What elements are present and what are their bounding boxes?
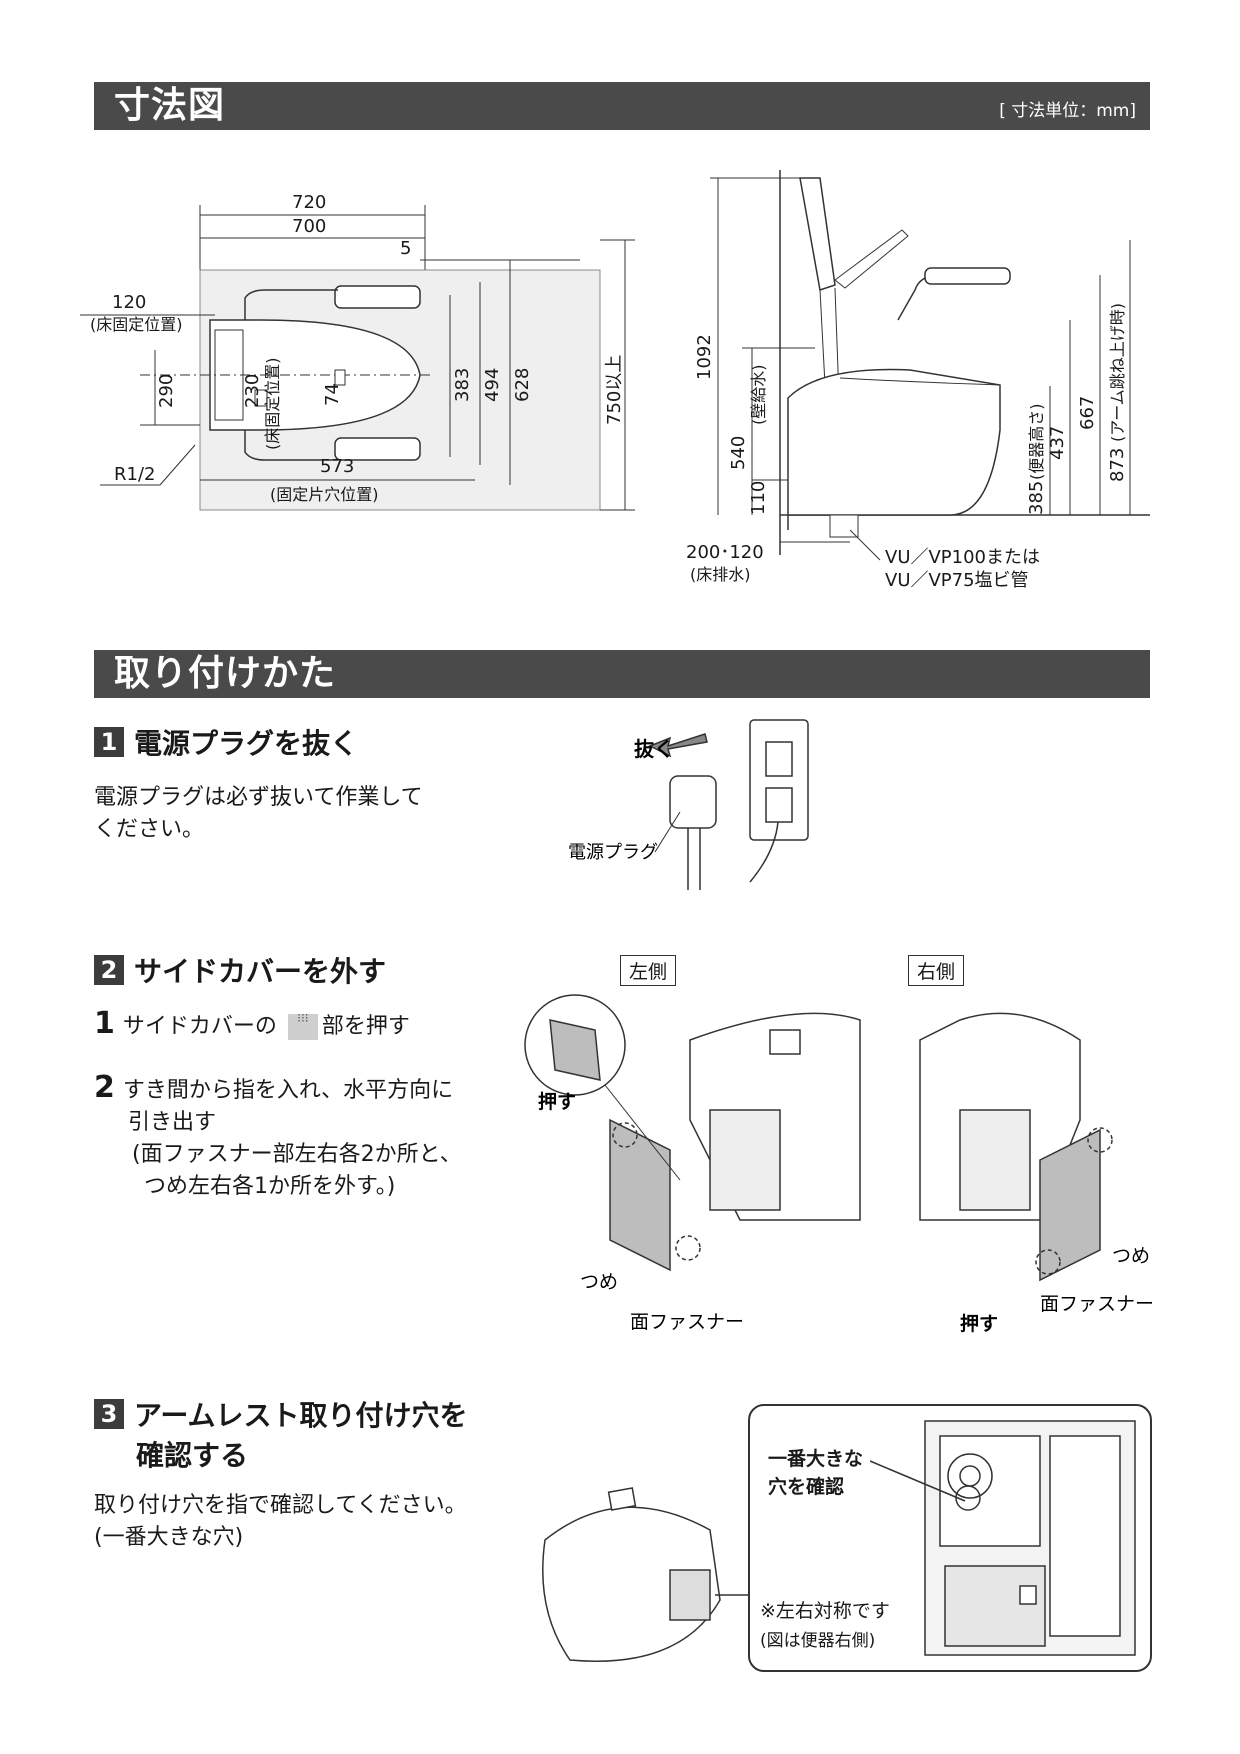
sub-text: (面ファスナー部左右各2か所と、	[132, 1142, 462, 1167]
dim-110: 110	[748, 481, 769, 515]
section-header-dimensions: 寸法図 [ 寸法単位：mm]	[94, 82, 1150, 130]
claw-label-left: つめ	[580, 1271, 618, 1293]
detail-callout-box: 一番大きな 穴を確認 ※左右対称です (図は便器右側)	[748, 1404, 1152, 1672]
dim-873: 873	[1107, 448, 1128, 482]
sub-text: すき間から指を入れ、水平方向に	[122, 1078, 454, 1103]
step-title-line-2: 確認する	[136, 1439, 249, 1472]
push-label-right: 押す	[960, 1312, 998, 1335]
dim-200-120-note: (床排水)	[690, 565, 751, 584]
body-line: 取り付け穴を指で確認してください。	[94, 1493, 467, 1518]
plug-label: 電源プラグ	[568, 842, 658, 863]
callout-arrow	[870, 1460, 966, 1502]
dotted-area-icon: ⁝⁝⁝	[287, 1012, 318, 1040]
dim-290: 290	[156, 374, 177, 408]
step-number: 2	[94, 955, 124, 985]
step-title: 電源プラグを抜く	[134, 727, 359, 760]
pipe-label-1: VU／VP100または	[885, 547, 1040, 568]
dim-230: 230	[242, 374, 263, 408]
plan-view-drawing: 720 700 5 120 (床固定位置) 230 (床固定位置) 74 383…	[80, 192, 635, 511]
pipe-label-2: VU／VP75塩ビ管	[885, 570, 1029, 591]
dim-230-note: (床固定位置)	[263, 358, 282, 451]
step-number: 3	[94, 1399, 124, 1429]
sub-number: 1	[94, 1006, 115, 1041]
callout-line-2: 穴を確認	[768, 1476, 845, 1498]
step-number: 1	[94, 727, 124, 757]
dim-750: 750以上	[604, 355, 625, 425]
dim-385: 385	[1026, 481, 1047, 515]
right-side-label: 右側	[908, 955, 965, 986]
claw-label-right: つめ	[1112, 1245, 1150, 1267]
dim-573: 573	[320, 456, 354, 477]
mount-hole-detail	[924, 1420, 1136, 1656]
sub-text: 部を押す	[321, 1014, 410, 1039]
dim-1092: 1092	[694, 334, 715, 380]
symmetry-note: ※左右対称です	[760, 1600, 890, 1622]
side-cover-illustration: 押す つめ 面ファスナー 押す つめ 面ファスナー	[524, 994, 1154, 1335]
dim-385-note: (便器高さ)	[1027, 404, 1046, 481]
dim-873-note: (アーム跳ね上げ時)	[1108, 303, 1127, 442]
dim-200-120: 200･120	[686, 542, 764, 563]
dim-120: 120	[112, 292, 146, 313]
dim-628: 628	[512, 368, 533, 402]
section-header-install: 取り付けかた	[94, 650, 1150, 698]
dim-437: 437	[1047, 426, 1068, 460]
dim-5: 5	[400, 238, 411, 259]
step-1-heading: 1 電源プラグを抜く	[94, 722, 358, 762]
step-2-sub-1: 1 サイドカバーの ⁝⁝⁝部を押す	[94, 1008, 410, 1043]
section-title: 寸法図	[114, 85, 226, 126]
step-1-body: 電源プラグは必ず抜いて作業して ください。	[94, 782, 423, 846]
dim-494: 494	[482, 368, 503, 402]
section-title: 取り付けかた	[114, 653, 337, 694]
figure-side-note: (図は便器右側)	[760, 1631, 876, 1651]
step-title: アームレスト取り付け穴を	[134, 1399, 468, 1432]
dim-540-note: (壁給水)	[749, 365, 768, 426]
body-line: 電源プラグは必ず抜いて作業して	[94, 785, 423, 810]
fastener-label-left: 面ファスナー	[630, 1311, 744, 1333]
body-line: (一番大きな穴)	[94, 1525, 244, 1550]
dim-383: 383	[452, 368, 473, 402]
dim-720: 720	[292, 192, 326, 213]
step-2-sub-2: 2 すき間から指を入れ、水平方向に 引き出す (面ファスナー部左右各2か所と、 つ…	[94, 1072, 462, 1203]
step-2-heading: 2 サイドカバーを外す	[94, 950, 386, 990]
dim-r12: R1/2	[114, 464, 155, 485]
step-3-body: 取り付け穴を指で確認してください。 (一番大きな穴)	[94, 1490, 467, 1554]
sub-number: 2	[94, 1070, 115, 1105]
sub-text: 引き出す	[128, 1110, 217, 1135]
fastener-label-right: 面ファスナー	[1040, 1293, 1154, 1315]
pull-label: 抜く	[634, 737, 674, 761]
left-side-label: 左側	[620, 955, 677, 986]
push-label-left: 押す	[538, 1090, 576, 1113]
step-3-heading: 3 アームレスト取り付け穴を 確認する	[94, 1394, 467, 1474]
dim-540: 540	[728, 436, 749, 470]
callout-line-1: 一番大きな	[768, 1448, 864, 1470]
dim-74: 74	[322, 383, 343, 406]
dim-700: 700	[292, 216, 326, 237]
dim-667: 667	[1077, 396, 1098, 430]
sub-text: サイドカバーの	[122, 1014, 277, 1039]
side-view-drawing: 1092 540 (壁給水) 110 385 (便器高さ) 437 667 87…	[686, 170, 1150, 591]
dim-120-note: (床固定位置)	[90, 315, 183, 334]
toilet-3d-illustration	[542, 1487, 770, 1662]
body-line: ください。	[94, 817, 205, 842]
unit-note: [ 寸法単位：mm]	[999, 101, 1136, 121]
unplug-illustration: 抜く 電源プラグ	[568, 719, 809, 890]
dim-573-note: (固定片穴位置)	[270, 485, 379, 504]
sub-text: つめ左右各1か所を外す。)	[144, 1174, 396, 1199]
step-title: サイドカバーを外す	[134, 955, 387, 988]
